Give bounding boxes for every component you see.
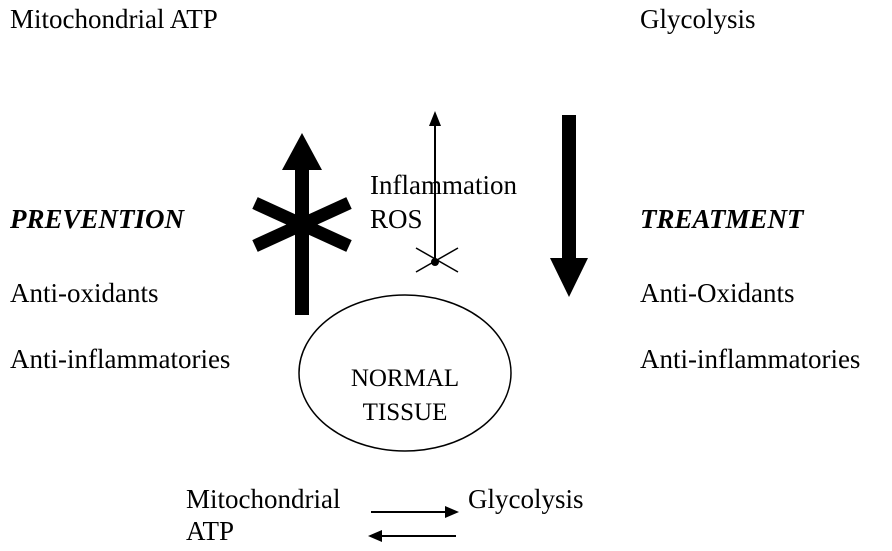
top-right-label: Glycolysis [640, 4, 756, 34]
normal-tissue-ellipse [298, 294, 512, 452]
treatment-heading: TREATMENT [640, 204, 804, 234]
tissue-label-line2: TISSUE [362, 399, 448, 426]
reverse-arrow [368, 530, 456, 542]
large-down-arrow [550, 115, 588, 297]
tissue-label-line1: NORMAL [350, 365, 460, 392]
ros-label: ROS [370, 204, 423, 234]
forward-arrow [371, 506, 459, 518]
treatment-item-antioxidants: Anti-Oxidants [640, 278, 795, 308]
prevention-heading: PREVENTION [10, 204, 185, 234]
block-x-mark [252, 197, 352, 252]
bottom-right-label: Glycolysis [468, 484, 584, 514]
small-x-mark [415, 247, 459, 273]
bottom-left-label-line2: ATP [186, 516, 235, 546]
prevention-item-antiinflammatories: Anti-inflammatories [10, 344, 231, 374]
large-up-arrow [282, 133, 322, 315]
prevention-item-antioxidants: Anti-oxidants [10, 278, 159, 308]
top-left-label: Mitochondrial ATP [10, 4, 218, 34]
treatment-item-antiinflammatories: Anti-inflammatories [640, 344, 861, 374]
bottom-left-label-line1: Mitochondrial [186, 484, 341, 514]
inflammation-label: Inflammation [370, 170, 517, 200]
